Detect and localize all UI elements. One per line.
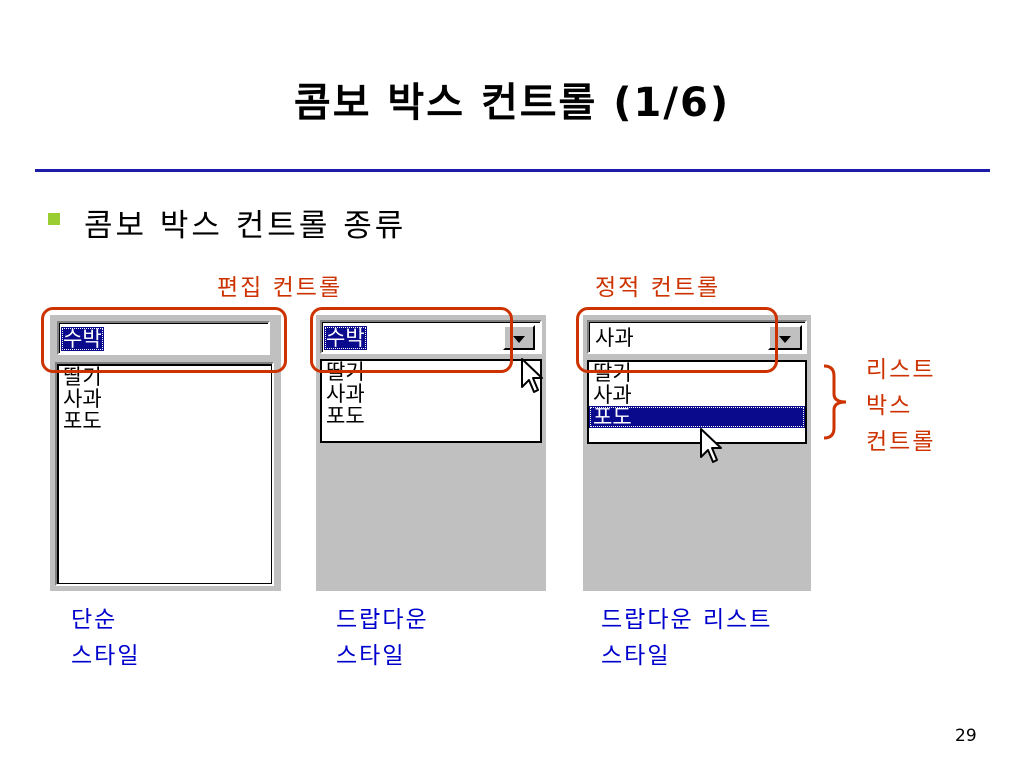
edit-control-label: 편집 컨트롤 — [217, 275, 343, 301]
bullet-text: 콤보 박스 컨트롤 종류 — [84, 208, 407, 244]
curly-brace-icon — [823, 364, 847, 440]
title-divider — [35, 169, 990, 172]
list-item[interactable]: 사과 — [63, 387, 102, 411]
simple-style-caption: 단순 스타일 — [71, 602, 140, 674]
dropdown-arrow-button[interactable] — [503, 325, 535, 350]
static-control-label: 정적 컨트롤 — [595, 275, 721, 301]
simple-edit-value: 수박 — [61, 327, 104, 351]
chevron-down-icon — [513, 336, 525, 343]
list-item[interactable]: 사과 — [326, 382, 365, 406]
caption-line: 드랍다운 — [336, 607, 429, 633]
edit-control-highlight-2 — [310, 307, 513, 373]
list-item-selected[interactable]: 포도 — [589, 406, 805, 428]
dropdown-list-combo-list[interactable]: 딸기 사과 포도 — [587, 360, 807, 444]
dropdown-list-static-value: 사과 — [595, 326, 634, 350]
caption-line: 단순 — [71, 607, 118, 633]
mouse-pointer-icon — [700, 428, 722, 463]
listbox-label-line: 박스 — [866, 393, 913, 419]
list-item[interactable]: 사과 — [593, 383, 632, 407]
list-item[interactable]: 포도 — [63, 409, 102, 433]
dropdown-edit-value: 수박 — [324, 326, 367, 350]
list-item[interactable]: 포도 — [326, 404, 365, 428]
listbox-label-line: 리스트 — [866, 357, 936, 383]
listbox-control-label: 리스트 박스 컨트롤 — [866, 352, 935, 460]
caption-line: 스타일 — [601, 643, 671, 669]
caption-line: 스타일 — [71, 643, 141, 669]
simple-combo-list[interactable]: 딸기 사과 포도 — [57, 364, 272, 584]
page-number: 29 — [955, 726, 977, 746]
dropdown-combo-panel: 수박 딸기 사과 포도 — [316, 315, 546, 591]
dropdown-style-caption: 드랍다운 스타일 — [336, 602, 429, 674]
caption-line: 스타일 — [336, 643, 406, 669]
caption-line: 드랍다운 리스트 — [601, 607, 773, 633]
edit-control-highlight — [41, 307, 287, 373]
simple-combo-edit[interactable]: 수박 — [57, 321, 270, 355]
dropdown-list-style-caption: 드랍다운 리스트 스타일 — [601, 602, 772, 674]
chevron-down-icon — [779, 336, 791, 343]
listbox-label-line: 컨트롤 — [866, 429, 936, 455]
mouse-pointer-icon — [521, 358, 543, 393]
slide-title: 콤보 박스 컨트롤 (1/6) — [293, 80, 731, 126]
list-item[interactable]: 딸기 — [593, 361, 632, 385]
simple-combo-list-frame: 딸기 사과 포도 — [55, 362, 274, 586]
dropdown-list-arrow-button[interactable] — [768, 325, 802, 350]
dropdown-combo-list[interactable]: 딸기 사과 포도 — [320, 359, 542, 443]
bullet-square-icon — [48, 213, 60, 225]
static-control-highlight — [576, 307, 778, 373]
